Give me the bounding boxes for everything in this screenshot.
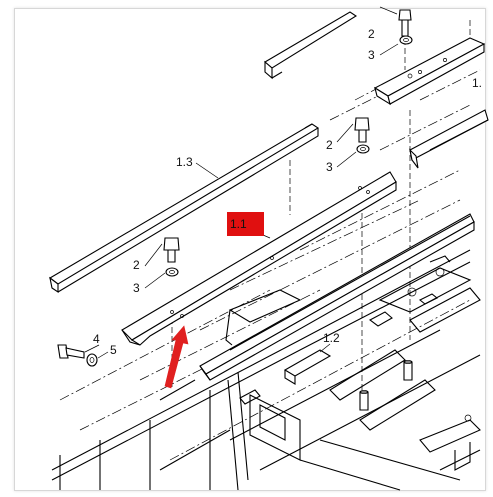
- label-bolt-low: 2: [133, 258, 140, 272]
- label-bolt-top: 2: [368, 27, 375, 41]
- label-washer-mid: 3: [326, 160, 333, 174]
- bolt-lower: [163, 237, 180, 277]
- right-mid-rails: [409, 109, 489, 169]
- part-1-3-angle-rail: [49, 123, 320, 294]
- label-bolt-mid: 2: [326, 138, 333, 152]
- part-1-2-lower-rail: [199, 213, 475, 381]
- leader-lines: [84, 6, 399, 359]
- upper-rail-top: [264, 11, 358, 80]
- label-washer-low: 3: [133, 281, 140, 295]
- part-1-1-highlight: [227, 212, 264, 236]
- label-part-1-2: 1.2: [323, 331, 340, 345]
- label-washer-top: 3: [368, 48, 375, 62]
- part-1-1-main-angle: [121, 171, 397, 346]
- label-part-1-3: 1.3: [176, 155, 193, 169]
- bolt-side: [57, 344, 98, 367]
- label-bolt-side: 4: [93, 332, 100, 346]
- bolt-middle: [354, 117, 370, 154]
- support-posts: [359, 267, 472, 422]
- lower-frame-structure: [51, 249, 481, 491]
- bolt-top: [398, 9, 413, 79]
- label-part-1-1: 1.1: [230, 217, 247, 231]
- red-pointer-arrow: [164, 325, 189, 389]
- upper-right-channel: [373, 37, 486, 106]
- label-washer-side: 5: [110, 343, 117, 357]
- label-edge: 1.: [472, 76, 482, 90]
- callout-labels: 1.1 1.2 1.3 2 3 2 3 2 3 4 5 1.: [93, 27, 482, 357]
